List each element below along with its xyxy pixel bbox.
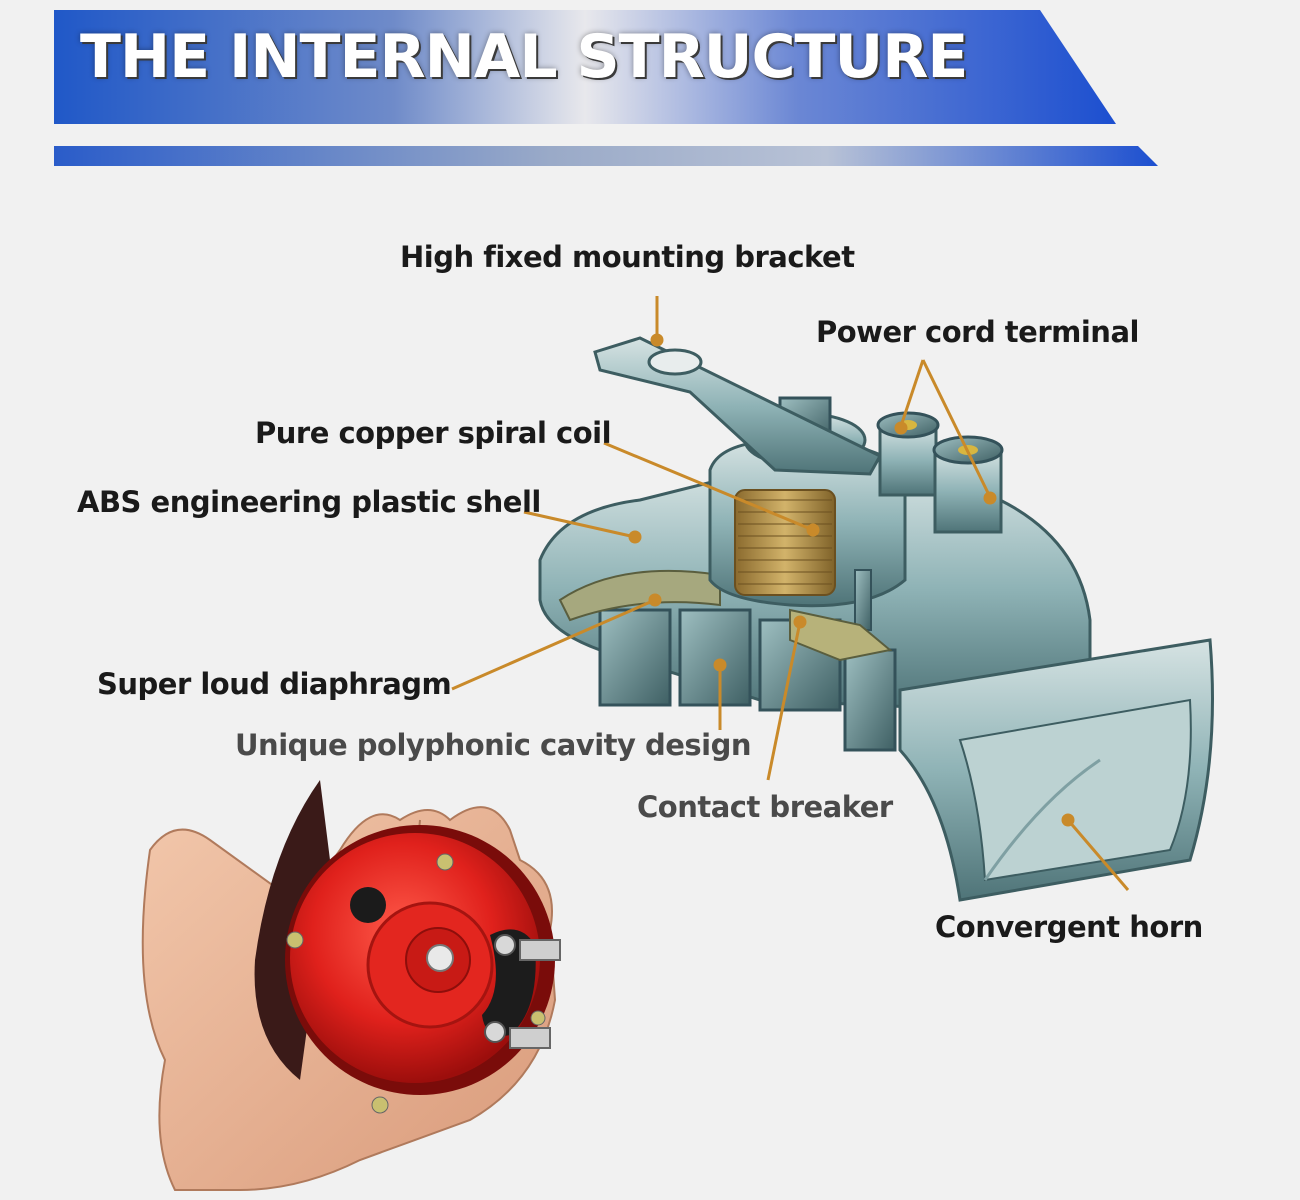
banner-graphic <box>54 10 1158 166</box>
label-copper-coil: Pure copper spiral coil <box>255 416 612 450</box>
title-banner: THE INTERNAL STRUCTURE <box>0 0 1300 180</box>
label-cavity-design: Unique polyphonic cavity design <box>235 728 752 762</box>
snail-horn-in-hand <box>141 780 561 1191</box>
polyphonic-cavity <box>598 608 897 752</box>
label-contact-breaker: Contact breaker <box>637 790 893 824</box>
label-power-cord-terminal: Power cord terminal <box>816 315 1139 349</box>
label-plastic-shell: ABS engineering plastic shell <box>77 485 541 519</box>
label-convergent-horn: Convergent horn <box>935 910 1203 944</box>
label-diaphragm: Super loud diaphragm <box>97 667 452 701</box>
copper-coil-part <box>734 489 836 596</box>
page-title: THE INTERNAL STRUCTURE <box>80 22 968 92</box>
leader-lines <box>451 296 1130 891</box>
horn-cutaway-illustration <box>538 336 1214 902</box>
label-mounting-bracket: High fixed mounting bracket <box>400 240 855 274</box>
contact-breaker-part <box>854 569 872 631</box>
